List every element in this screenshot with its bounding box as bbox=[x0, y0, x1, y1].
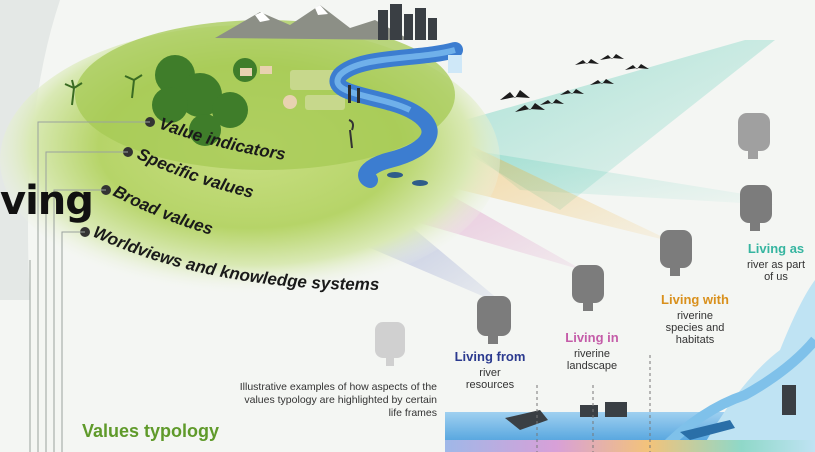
frame-title: Living from bbox=[454, 349, 526, 364]
bottom-divider-lines bbox=[536, 355, 651, 452]
lamp-top-right-icon bbox=[738, 113, 770, 159]
frame-title: Living in bbox=[565, 330, 619, 345]
frame-description: river resources bbox=[465, 366, 515, 391]
caption: Illustrative examples of how aspects of … bbox=[239, 381, 437, 420]
frame-description: river as part of us bbox=[746, 258, 806, 283]
right-river-stream bbox=[656, 336, 815, 452]
frame-living-from: Living from river resources bbox=[444, 349, 536, 391]
waterfall bbox=[448, 55, 462, 73]
birds bbox=[500, 54, 649, 112]
typology-title: Values typology bbox=[82, 421, 220, 441]
lamp-living-with-icon bbox=[660, 230, 692, 276]
lamp-living-as-icon bbox=[740, 185, 772, 231]
level-guide-lines bbox=[29, 121, 150, 452]
lamp-living-in-icon bbox=[572, 265, 604, 311]
lamp-placeholder-icon bbox=[375, 322, 405, 366]
frame-title: Living with bbox=[661, 292, 729, 307]
river-highlight bbox=[334, 47, 456, 113]
fields bbox=[290, 70, 345, 110]
frame-living-with: Living with riverine species and habitat… bbox=[650, 292, 740, 347]
heron bbox=[348, 119, 354, 149]
frame-living-as: Living as river as part of us bbox=[738, 241, 814, 283]
spectrum-bar bbox=[445, 440, 815, 452]
frame-description: riverine species and habitats bbox=[665, 309, 725, 347]
partial-heading: ving bbox=[0, 178, 94, 224]
frame-living-in: Living in riverine landscape bbox=[558, 330, 626, 372]
forest bbox=[152, 55, 257, 146]
frame-description: riverine landscape bbox=[566, 347, 618, 372]
city-skyline bbox=[378, 4, 437, 40]
lamp-living-from-icon bbox=[477, 296, 511, 344]
giraffes bbox=[348, 85, 360, 103]
snow bbox=[255, 12, 270, 22]
fish-in-river bbox=[387, 172, 428, 186]
snow-2 bbox=[315, 5, 328, 15]
huts bbox=[240, 66, 297, 109]
bottom-silhouettes bbox=[505, 385, 796, 440]
palm-trees bbox=[64, 74, 143, 106]
frame-title: Living as bbox=[747, 241, 805, 256]
